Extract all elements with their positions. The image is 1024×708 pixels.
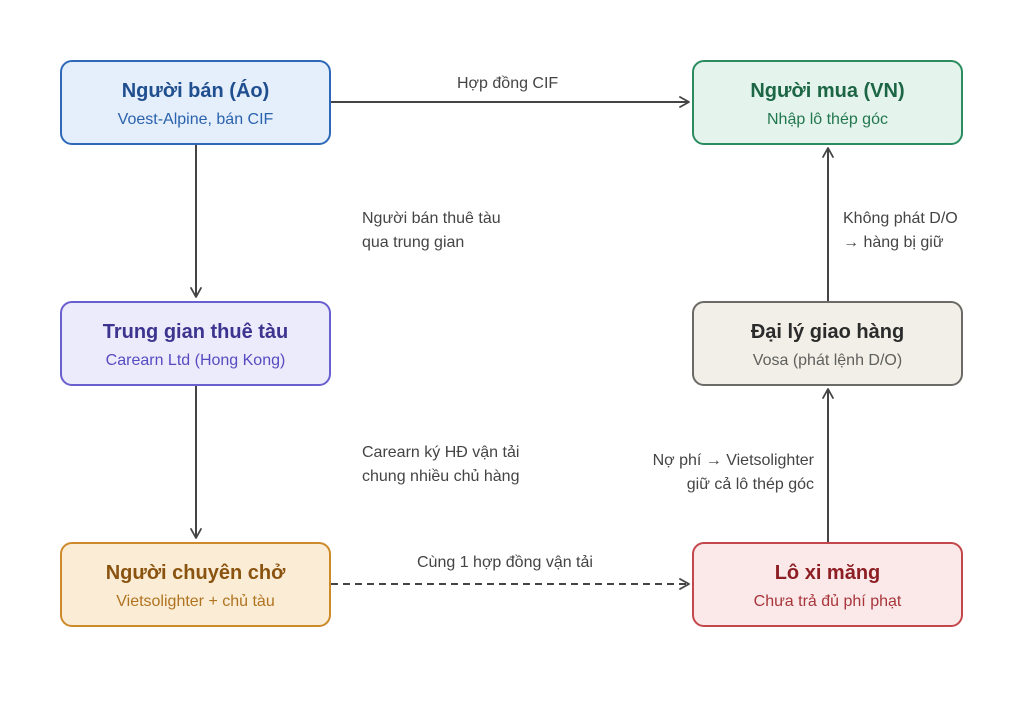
edge-label-seller-broker: Người bán thuê tàu qua trung gian — [362, 207, 501, 255]
node-agent-title: Đại lý giao hàng — [750, 321, 905, 343]
node-broker-subtitle: Carearn Ltd (Hong Kong) — [105, 352, 286, 369]
node-seller-title: Người bán (Áo) — [121, 80, 270, 102]
edge-label-cement-agent: Nợ phí → Vietsolighter giữ cả lô thép gó… — [653, 449, 814, 497]
node-cement-subtitle: Chưa trả đủ phí phạt — [753, 593, 902, 610]
edge-label-seller-broker-line2: qua trung gian — [362, 234, 465, 251]
node-buyer-title: Người mua (VN) — [750, 80, 905, 102]
edge-label-agent-buyer-line1: Không phát D/O — [843, 210, 958, 227]
node-buyer: Người mua (VN) Nhập lô thép góc — [692, 60, 963, 145]
edge-label-carrier-cement: Cùng 1 hợp đồng vận tải — [417, 554, 593, 571]
node-carrier-title: Người chuyên chở — [105, 562, 286, 584]
node-buyer-subtitle: Nhập lô thép góc — [767, 111, 888, 128]
edge-label-broker-carrier-line2: chung nhiều chủ hàng — [362, 468, 520, 485]
edge-label-cement-agent-line1: Nợ phí → Vietsolighter — [652, 452, 814, 469]
edge-label-broker-carrier: Carearn ký HĐ vận tải chung nhiều chủ hà… — [362, 441, 519, 489]
edge-label-agent-buyer: Không phát D/O → hàng bị giữ — [843, 207, 958, 255]
node-broker: Trung gian thuê tàu Carearn Ltd (Hong Ko… — [60, 301, 331, 386]
edge-label-seller-buyer: Hợp đồng CIF — [457, 75, 559, 92]
node-seller-subtitle: Voest-Alpine, bán CIF — [117, 111, 274, 128]
node-seller: Người bán (Áo) Voest-Alpine, bán CIF — [60, 60, 331, 145]
edge-label-cement-agent-line2: giữ cả lô thép góc — [686, 476, 814, 493]
edge-label-seller-broker-line1: Người bán thuê tàu — [362, 210, 501, 227]
node-agent: Đại lý giao hàng Vosa (phát lệnh D/O) — [692, 301, 963, 386]
node-cement-title: Lô xi măng — [774, 562, 881, 584]
edge-label-agent-buyer-line2: → hàng bị giữ — [843, 234, 944, 251]
node-carrier: Người chuyên chở Vietsolighter + chủ tàu — [60, 542, 331, 627]
node-agent-subtitle: Vosa (phát lệnh D/O) — [752, 352, 903, 369]
edge-label-broker-carrier-line1: Carearn ký HĐ vận tải — [362, 444, 520, 461]
node-broker-title: Trung gian thuê tàu — [102, 321, 289, 343]
node-carrier-subtitle: Vietsolighter + chủ tàu — [116, 593, 275, 610]
node-cement: Lô xi măng Chưa trả đủ phí phạt — [692, 542, 963, 627]
